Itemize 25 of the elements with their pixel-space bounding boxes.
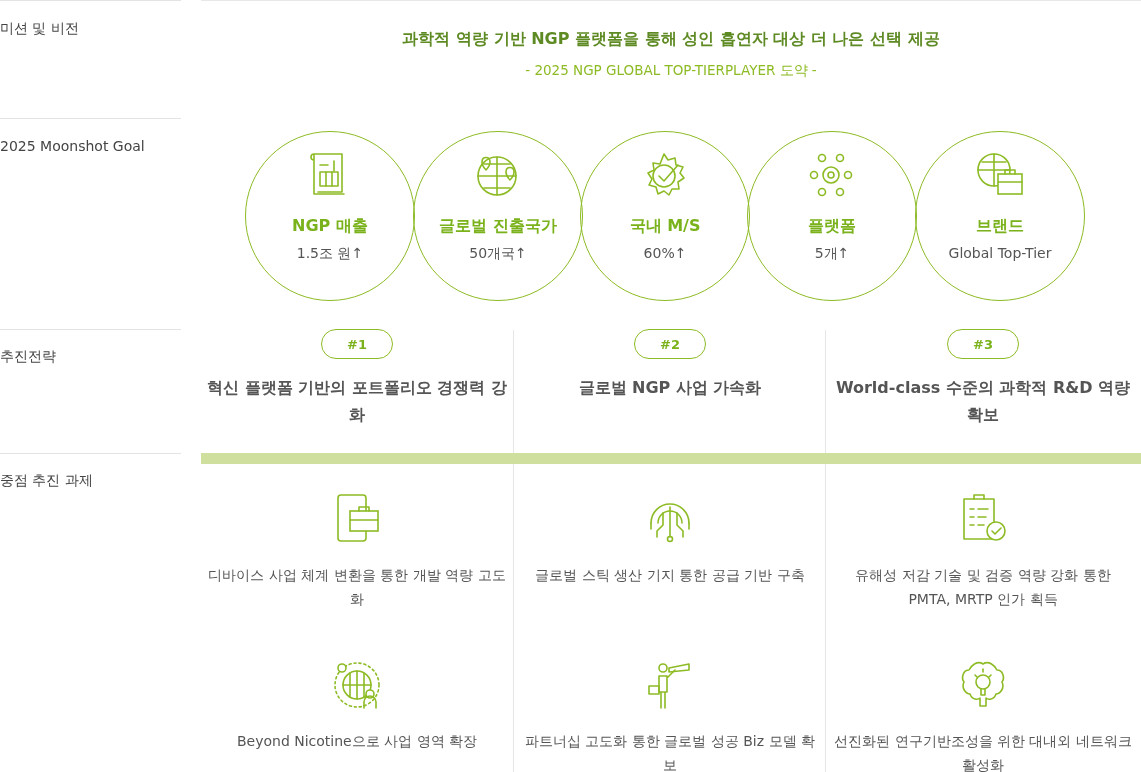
goal-value: 50개국↑ xyxy=(468,245,528,263)
row-heading: 중점 추진 과제 xyxy=(0,472,94,490)
task-text: 디바이스 사업 체계 변환을 통한 개발 역량 고도화 xyxy=(207,566,507,609)
row-heading: 2025 Moonshot Goal xyxy=(0,138,146,154)
goal-title: 국내 M/S xyxy=(628,216,702,237)
task-text: 글로벌 스틱 생산 기지 통한 공급 기반 구축 xyxy=(534,566,806,585)
strategy-text: 글로벌 NGP 사업 가속화 xyxy=(577,377,763,399)
goal-value: Global Top-Tier xyxy=(947,245,1053,261)
goal-title: 글로벌 진출국가 xyxy=(438,216,558,237)
task-text: 유해성 저감 기술 및 검증 역량 강화 통한 PMTA, MRTP 인가 획득 xyxy=(854,566,1112,609)
goal-title: 브랜드 xyxy=(975,216,1025,237)
mission-title: 과학적 역량 기반 NGP 플랫폼을 통해 성인 흡연자 대상 더 나은 선택 제공 xyxy=(401,29,941,50)
task-text: 선진화된 연구기반조성을 위한 대내외 네트워크 활성화 xyxy=(833,732,1133,772)
goal-title: NGP 매출 xyxy=(291,216,369,237)
goal-value: 60%↑ xyxy=(642,245,688,261)
task-text: Beyond Nicotine으로 사업 영역 확장 xyxy=(235,732,479,751)
goal-title: 플랫폼 xyxy=(807,216,857,237)
goal-value: 5개↑ xyxy=(813,245,851,263)
vision-subtitle: - 2025 NGP GLOBAL TOP-TIERPLAYER 도약 - xyxy=(524,62,818,80)
task-text: 파트너십 고도화 통한 글로벌 성공 Biz 모델 확보 xyxy=(524,732,816,772)
goal-value: 1.5조 원↑ xyxy=(295,245,365,263)
strategy-text: World-class 수준의 과학적 R&D 역량 확보 xyxy=(834,377,1132,426)
strategy-text: 혁신 플랫폼 기반의 포트폴리오 경쟁력 강화 xyxy=(207,377,507,426)
row-heading: 미션 및 비전 xyxy=(0,20,80,38)
row-heading: 추진전략 xyxy=(0,348,57,366)
